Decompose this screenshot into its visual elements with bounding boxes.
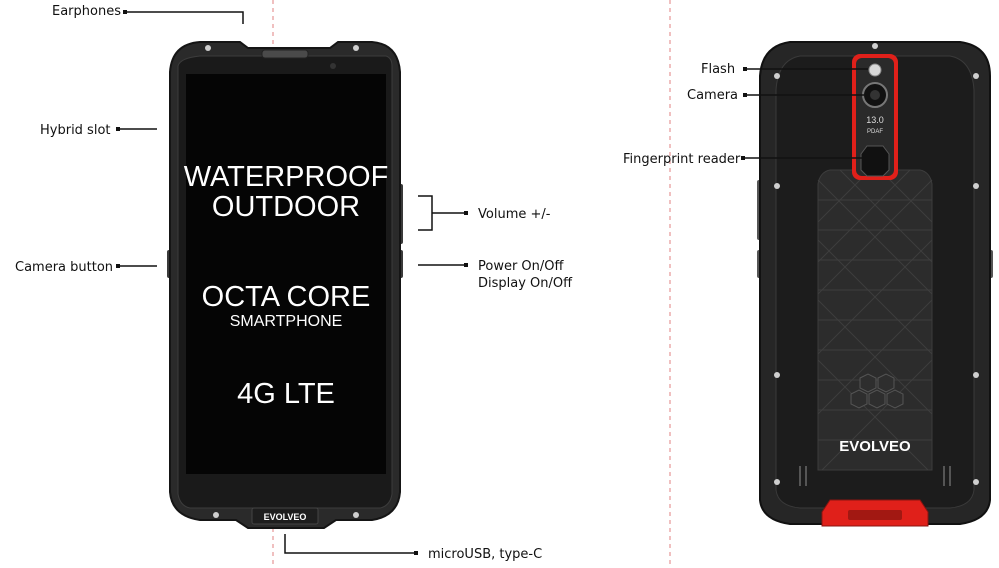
callout-camera-button: Camera button [15, 260, 157, 275]
screw-icon [205, 45, 211, 51]
screen-line-smartphone: SMARTPHONE [230, 313, 343, 330]
svg-text:Power On/Off: Power On/Off [478, 259, 565, 274]
screw-icon [973, 479, 979, 485]
speaker-vents [799, 466, 951, 486]
svg-text:Camera button: Camera button [15, 260, 113, 275]
screw-icon [872, 43, 878, 49]
callout-volume: Volume +/- [418, 195, 551, 231]
front-screen [186, 74, 386, 474]
honeycomb-accent [850, 373, 904, 409]
front-brand-plate [251, 507, 319, 525]
fingerprint-reader-icon [860, 145, 890, 177]
front-phone [167, 41, 403, 529]
screw-icon [973, 73, 979, 79]
callout-fingerprint: Fingerprint reader [623, 152, 862, 167]
callout-usb: microUSB, type-C [284, 534, 542, 562]
callout-power: Power On/Off Display On/Off [418, 259, 573, 291]
svg-text:Hybrid slot: Hybrid slot [40, 123, 111, 138]
front-brand-logo: EVOLVEO [264, 512, 307, 522]
earpiece-speaker [261, 49, 309, 59]
svg-text:Fingerprint reader: Fingerprint reader [623, 152, 741, 167]
screw-icon [973, 372, 979, 378]
back-phone [757, 41, 993, 527]
screw-icon [774, 183, 780, 189]
back-brand-logo: EVOLVEO [839, 438, 911, 455]
camera-pdaf-tag: PDAF [867, 129, 883, 135]
screw-icon [774, 73, 780, 79]
screw-icon [353, 45, 359, 51]
flash-icon [868, 63, 882, 77]
svg-text:Flash: Flash [701, 62, 735, 77]
callout-camera: Camera [687, 88, 864, 103]
screen-line-octa-core: OCTA CORE [202, 281, 371, 313]
callout-flash: Flash [701, 62, 868, 77]
screen-line-4g-lte: 4G LTE [237, 378, 335, 410]
svg-text:Volume +/-: Volume +/- [478, 207, 551, 222]
svg-text:microUSB, type-C: microUSB, type-C [428, 547, 542, 562]
svg-text:Earphones: Earphones [52, 4, 121, 19]
screw-icon [213, 512, 219, 518]
front-camera-dot [330, 63, 336, 69]
svg-text:Camera: Camera [687, 88, 738, 103]
bottom-red-inner [848, 510, 902, 520]
screen-line-waterproof: WATERPROOF [184, 161, 389, 193]
screw-icon [774, 479, 780, 485]
callout-earphones: Earphones [52, 4, 244, 24]
svg-text:Display On/Off: Display On/Off [478, 276, 573, 291]
screw-icon [353, 512, 359, 518]
screen-line-outdoor: OUTDOOR [212, 191, 360, 223]
camera-megapixels: 13.0 [866, 115, 884, 125]
callout-hybrid-slot: Hybrid slot [40, 123, 157, 138]
camera-lens-inner [870, 90, 880, 100]
screw-icon [973, 183, 979, 189]
screw-icon [774, 372, 780, 378]
